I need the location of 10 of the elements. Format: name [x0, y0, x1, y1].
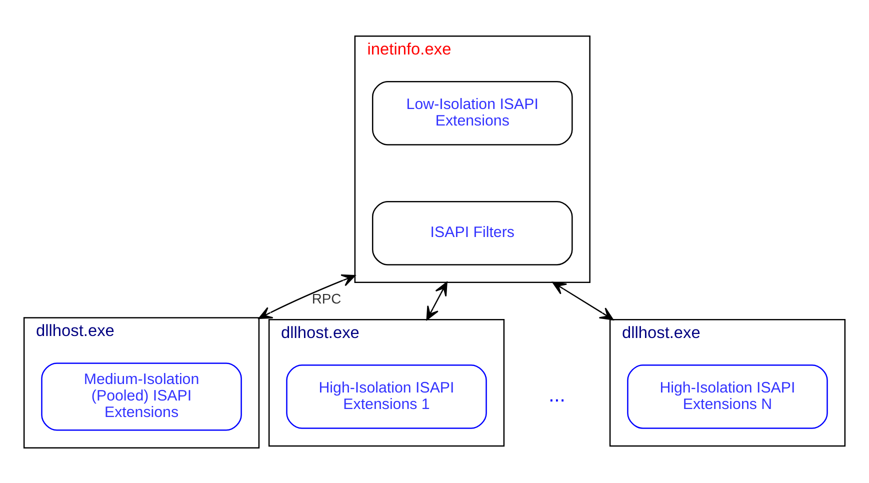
- arrow: [552, 281, 614, 320]
- edge-label: RPC: [312, 290, 342, 306]
- node-box: Medium-Isolation (Pooled) ISAPI Extensions: [41, 362, 242, 430]
- node-box: Low-Isolation ISAPI Extensions: [372, 80, 573, 145]
- node-box: ISAPI Filters: [372, 200, 573, 265]
- arrow: [426, 281, 448, 320]
- node-box: High-Isolation ISAPI Extensions 1: [286, 364, 487, 428]
- label: ...: [548, 384, 566, 406]
- node-box: High-Isolation ISAPI Extensions N: [627, 364, 828, 428]
- arrow: [258, 274, 356, 319]
